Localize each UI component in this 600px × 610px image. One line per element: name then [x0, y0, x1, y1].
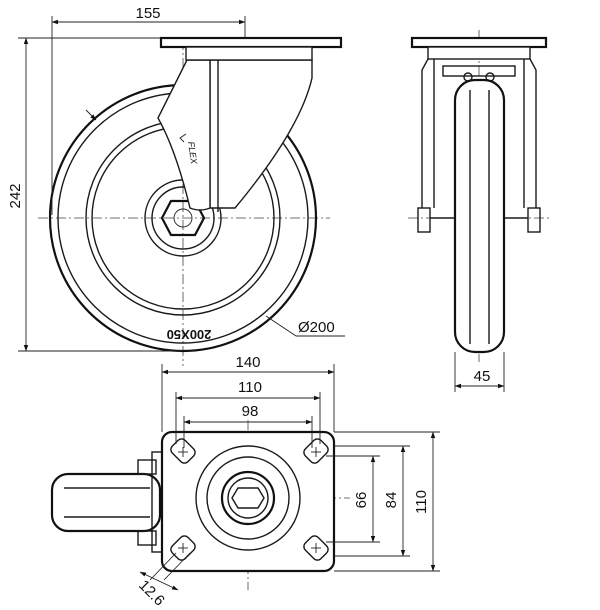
- plan-top-plate: [160, 430, 336, 573]
- dim-line-12-6: [139, 571, 179, 591]
- plan-axle-nut-bottom: [137, 530, 157, 546]
- mounting-slot-top-left: [170, 438, 196, 464]
- dim-wheel-width: 45: [474, 368, 491, 385]
- plan-bearing-race: [206, 456, 290, 540]
- mounting-slot-bottom-right: [303, 535, 329, 561]
- swivel-bearing: [185, 46, 313, 61]
- dim-hole-spacing-width-inner: 66: [353, 492, 370, 509]
- front-wheel: [453, 78, 506, 354]
- dim-hole-spacing-outer: 110: [238, 379, 262, 396]
- plan-wheel: [50, 472, 162, 533]
- wheel-hub-inner: [151, 186, 215, 250]
- side-view: FLEX 200X50 Ø200 155 242: [7, 5, 345, 366]
- dim-total-height: 242: [7, 183, 24, 208]
- dim-hole-spacing-width-mid: 84: [383, 492, 400, 509]
- brand-marking: FLEX: [186, 141, 199, 166]
- brand-arrow: [179, 133, 187, 143]
- axle-end: [173, 208, 193, 228]
- dim-plate-length: 140: [235, 354, 260, 371]
- plan-kingpin-washer: [220, 470, 276, 526]
- front-fork-right-outer: [529, 58, 537, 208]
- front-swivel-bearing: [427, 46, 531, 60]
- dim-swivel-offset: 155: [135, 5, 160, 22]
- top-plate: [159, 36, 343, 49]
- plan-kingpin: [227, 477, 269, 519]
- front-top-plate: [410, 36, 548, 49]
- plan-axle-nut-top: [137, 459, 157, 475]
- dim-wheel-diameter: Ø200: [298, 319, 335, 336]
- wheel-size-marking: 200X50: [167, 327, 212, 342]
- plan-view: 140 110 98 66 84 110 12.6: [50, 354, 440, 610]
- mounting-slot-top-right: [303, 438, 329, 464]
- dim-plate-width: 110: [413, 490, 430, 514]
- mounting-slot-bottom-left: [170, 535, 196, 561]
- front-view: 45: [408, 30, 550, 392]
- plan-bearing-outer: [195, 445, 301, 551]
- dim-hole-spacing-inner: 98: [242, 403, 259, 420]
- diameter-leader: [265, 315, 297, 337]
- front-axle-nut-left: [417, 207, 431, 233]
- plan-kingpin-nut: [231, 487, 265, 509]
- front-kingpin-housing: [442, 65, 516, 77]
- front-fork-left-outer: [421, 58, 429, 208]
- dim-bolt-hole: 12.6: [135, 577, 168, 610]
- front-axle-nut-right: [527, 207, 541, 233]
- tread-indicator-arrow: [85, 109, 97, 121]
